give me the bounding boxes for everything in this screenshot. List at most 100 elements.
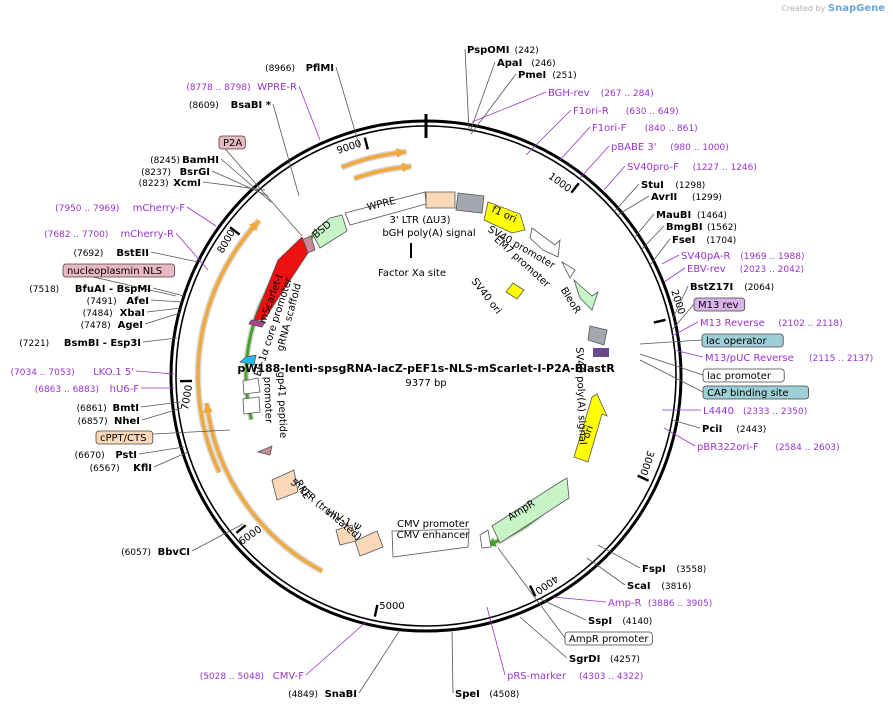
enzyme-pos-31: (8966): [265, 64, 295, 74]
mscarlet-arrow: [253, 236, 309, 321]
primer-range-13: (5028 .. 5048): [200, 672, 264, 682]
ltr3-box: [425, 191, 456, 209]
enzyme-pos-15: (4849): [288, 690, 318, 700]
enzyme-pos-16: (6057): [121, 548, 151, 558]
boxed-label-bg-2: [702, 368, 785, 383]
feature-label-bgh: bGH poly(A) signal: [382, 228, 475, 239]
enzyme-8: BstZ17I: [690, 282, 733, 293]
enzyme-28: BsrGI: [180, 167, 210, 178]
leader-line: [138, 446, 185, 455]
leader-line: [150, 251, 199, 263]
ampr-prom-arrow: [479, 529, 492, 549]
boxed-label-5: cPPT/CTS: [100, 433, 146, 444]
leader-line: [142, 337, 178, 343]
credit-prefix: Created by: [781, 4, 826, 13]
primer-16: mCherry-R: [120, 229, 174, 240]
enzyme-pos-30: (8609): [189, 101, 219, 111]
enzyme-17: KflI: [133, 463, 152, 474]
enzyme-3: StuI: [641, 180, 664, 191]
feature-label-ori: ori: [581, 424, 596, 440]
leader-line: [272, 103, 300, 197]
enzyme-pos-10: (3558): [676, 565, 706, 575]
leader-line: [140, 401, 181, 408]
enzyme-27: XcmI: [173, 178, 201, 189]
boxed-label-bg-7: [218, 135, 246, 150]
enzyme-1: ApaI: [497, 58, 522, 69]
f1ori-arrow: [483, 201, 526, 234]
primer-range-7: (2102 .. 2118): [778, 319, 842, 329]
enzyme-25: BfuAI - BspMI: [75, 284, 151, 295]
enzyme-pos-1: (246): [531, 59, 555, 69]
leader-line: [603, 165, 626, 191]
enzyme-pos-17: (6567): [90, 464, 120, 474]
enzyme-14: SpeI: [455, 689, 480, 700]
ampr-arrow: [491, 477, 570, 544]
enzyme-9: PciI: [702, 424, 722, 435]
primer-range-18: (8778 .. 8798): [186, 83, 250, 93]
orange-arc-bottom: [204, 402, 324, 573]
leader-line: [663, 427, 696, 447]
enzyme-6: BmgBI: [666, 222, 703, 233]
enzyme-pos-19: (6857): [78, 417, 108, 427]
primer-3: pBABE 3': [611, 142, 657, 153]
enzyme-19: NheI: [114, 416, 140, 427]
enzyme-10: FspI: [642, 564, 666, 575]
leader-line: [649, 238, 671, 266]
leader-line: [186, 206, 217, 227]
enzyme-21: BsmBI - Esp3I: [64, 338, 141, 349]
leader-line: [471, 91, 547, 123]
ltr5-box: [271, 469, 299, 501]
leader-line: [613, 183, 640, 213]
primer-range-11: (3886 .. 3905): [648, 599, 712, 609]
leader-line: [671, 303, 695, 331]
primer-range-1: (630 .. 649): [626, 107, 679, 117]
tick-mark: [528, 585, 537, 597]
leader-line: [470, 73, 517, 135]
primer-15: LKO.1 5': [93, 367, 134, 378]
sv40pa-box: [587, 325, 608, 346]
enzyme-29: BamHI: [182, 155, 219, 166]
leader-line: [191, 523, 244, 552]
enzyme-pos-2: (251): [552, 71, 576, 81]
gp41-box2: [242, 377, 261, 395]
enzyme-pos-23: (7484): [83, 309, 113, 319]
leader-line: [152, 287, 185, 297]
primer-1: F1ori-R: [573, 106, 609, 117]
em7-arrow: [561, 260, 576, 279]
enzyme-pos-8: (2064): [744, 283, 774, 293]
primer-range-15: (7034 .. 7053): [11, 368, 75, 378]
ori-arrow: [573, 393, 608, 463]
enzyme-16: BbvCI: [158, 547, 190, 558]
primer-range-14: (6863 .. 6883): [35, 385, 99, 395]
enzyme-pos-18: (6670): [75, 451, 105, 461]
boxed-label-4: AmpR promoter: [569, 634, 649, 645]
orange-arc-top2-head: [401, 162, 412, 173]
enzyme-2: PmeI: [518, 70, 546, 81]
enzyme-24: AfeI: [126, 296, 149, 307]
leader-line: [220, 158, 272, 203]
enzyme-4: AvrII: [651, 192, 677, 203]
primer-12: pRS-marker: [507, 671, 567, 682]
boxed-label-bg-1: [701, 333, 784, 348]
tick-label: 1000: [546, 171, 573, 195]
enzyme-pos-20: (6861): [77, 404, 107, 414]
enzyme-7: FseI: [672, 235, 695, 246]
leader-line: [335, 66, 361, 149]
leader-line: [615, 195, 650, 217]
primer-4: SV40pro-F: [627, 162, 679, 173]
feature-label-ltr3: 3' LTR (ΔU3): [389, 215, 450, 226]
enzyme-pos-5: (1464): [697, 211, 727, 221]
leader-line: [639, 339, 703, 345]
bgh-box: [455, 192, 485, 214]
leader-line: [663, 267, 686, 283]
leader-line: [671, 419, 701, 429]
leader-line: [639, 359, 704, 393]
tick-mark: [637, 474, 650, 482]
primer-range-17: (7950 .. 7969): [55, 204, 119, 214]
enzyme-13: SgrDI: [569, 654, 600, 665]
feature-label-gp41: gp41 peptide: [275, 371, 288, 438]
enzyme-22: AgeI: [118, 320, 143, 331]
orange-arc-top1-head: [395, 147, 407, 158]
enzyme-11: ScaI: [627, 581, 651, 592]
enzyme-pos-27: (8223): [139, 179, 169, 189]
